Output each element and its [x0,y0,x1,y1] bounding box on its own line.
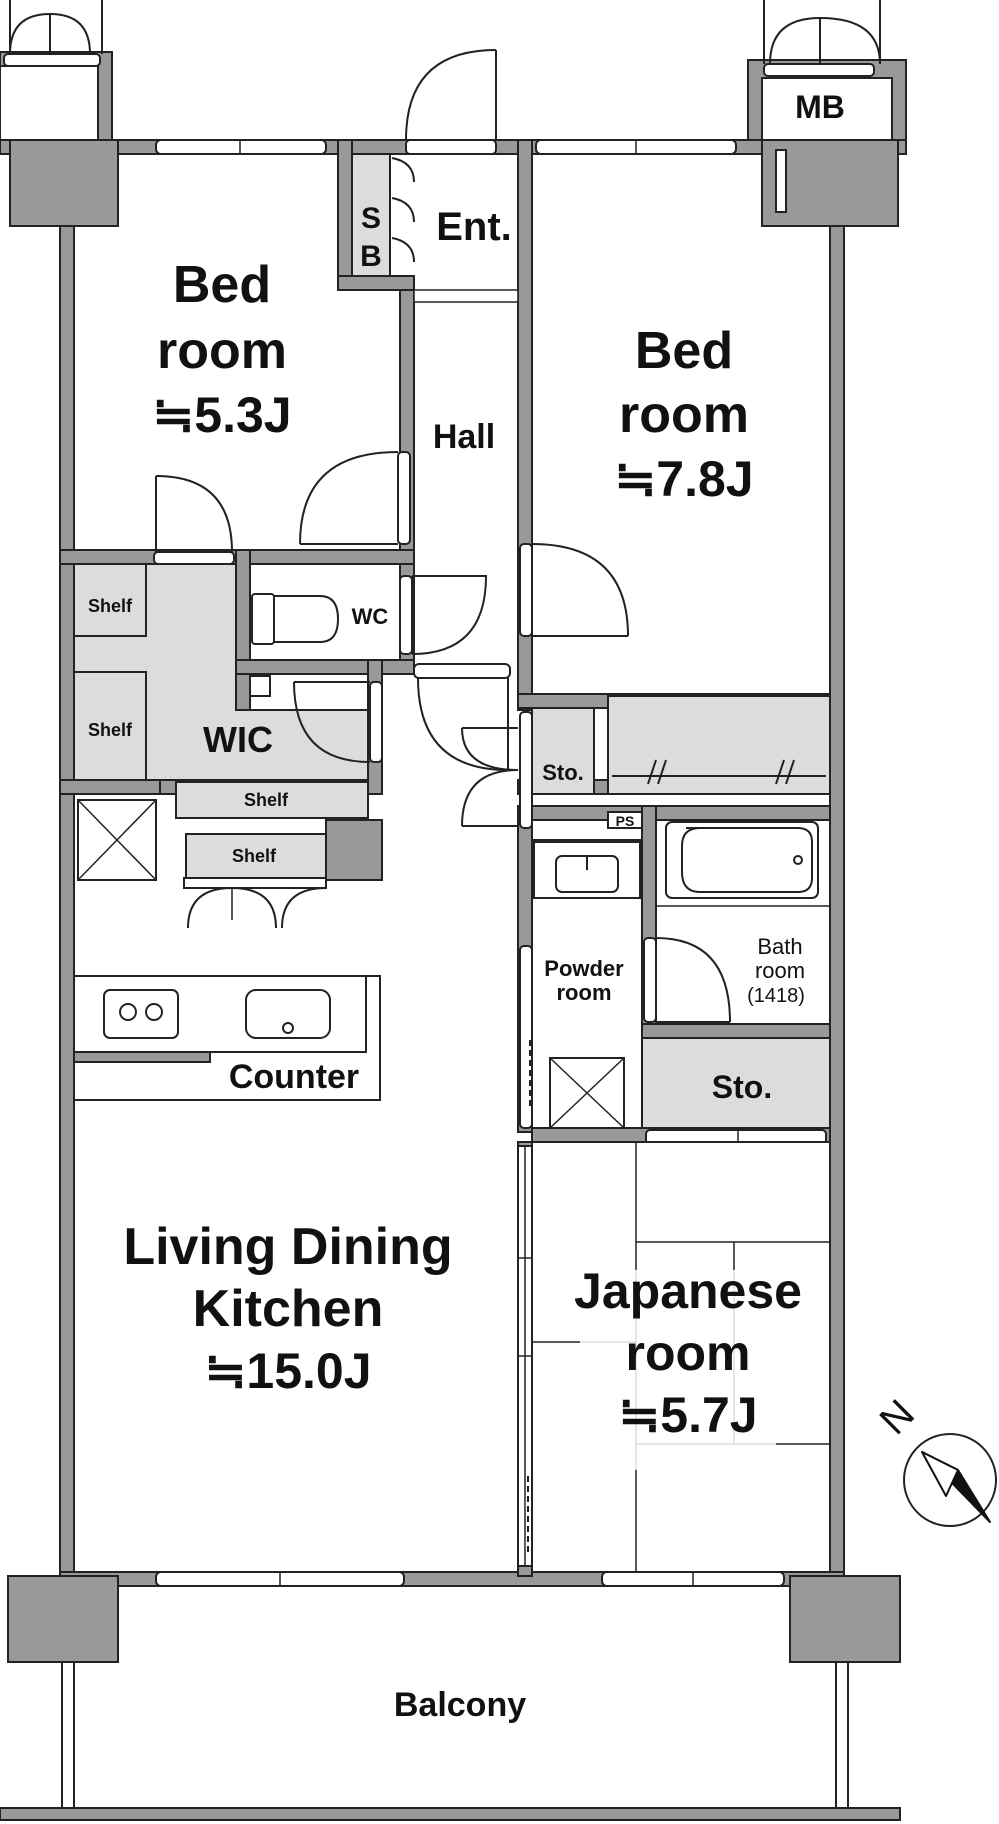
shelf-label-3: Shelf [244,790,289,810]
kitchen-storage: Shelf [77,799,383,929]
powder-room-label-1: Powder [544,956,624,981]
walk-in-closet: Shelf Shelf Shelf WIC [73,563,369,819]
powder-room: Powder room [531,839,643,1129]
bedroom-left: Bed room ≒5.3J [152,256,291,443]
kitchen-counter: Counter [73,975,381,1101]
entrance-label: Ent. [436,205,512,249]
wc-label: WC [352,604,389,629]
hall-label: Hall [433,418,495,456]
ldk-label-1: Living Dining [123,1218,452,1276]
entrance-door[interactable] [405,49,497,155]
powder-room-label-2: room [557,980,612,1005]
bath-room-size: (1418) [747,985,805,1007]
meter-box-label: MB [795,89,845,125]
compass: N [872,1392,997,1527]
bedroom-left-label-2: room [157,322,287,380]
bath-storage: Sto. [641,1037,831,1129]
bath-room-label-1: Bath [757,934,802,959]
outer-walls [0,139,907,1663]
living-dining-kitchen: Living Dining Kitchen ≒15.0J [123,1218,452,1399]
bath-room-label-2: room [755,958,805,983]
japanese-room-label-1: Japanese [574,1263,802,1319]
ldk-size: ≒15.0J [204,1343,371,1399]
bedroom-left-label-1: Bed [173,256,271,314]
bedroom-left-door[interactable] [299,451,411,545]
storage-label-2: Sto. [712,1069,772,1105]
bath-room: Bath room (1418) [655,819,831,1025]
wic-inner-door[interactable] [293,681,383,763]
shelf-label-2: Shelf [88,720,133,740]
wic-label: WIC [203,719,273,760]
bedroom-left-size: ≒5.3J [152,387,291,443]
ldk-double-door[interactable] [417,677,533,829]
shoe-box-letter-s: S [361,202,381,235]
ldk-label-2: Kitchen [193,1280,384,1338]
meter-box-area: MB [747,0,907,151]
hall-storage: Sto. [531,707,595,795]
storage-label-1: Sto. [542,760,584,785]
wic-door[interactable] [153,475,235,565]
japanese-room-size: ≒5.7J [618,1387,757,1443]
japanese-room-sliding-door[interactable] [517,1145,533,1567]
compass-north-label: N [872,1392,924,1444]
bedroom-right-label-2: room [619,386,749,444]
powder-room-door[interactable] [519,945,533,1129]
japanese-room: Japanese room ≒5.7J [531,1141,831,1573]
shoe-box-letter-b: B [360,240,382,273]
bedroom-right-door[interactable] [519,543,629,637]
bedroom-right-size: ≒7.8J [614,451,753,507]
shelf-label-1: Shelf [88,596,133,616]
pipe-space-1: PS [607,811,643,829]
bedroom-right-closet [607,695,831,795]
window-bedroom-left [155,139,327,155]
toilet-room: WC [249,563,401,661]
top-left-planter [0,0,113,141]
wc-door[interactable] [399,574,487,655]
bedroom-right: Bed room ≒7.8J [614,322,753,507]
shelf-label-4: Shelf [232,846,277,866]
bedroom-right-label-1: Bed [635,322,733,380]
japanese-room-label-2: room [626,1325,751,1381]
bath-door[interactable] [643,937,731,1023]
pipe-space-label-1: PS [616,813,635,829]
balcony-label: Balcony [394,1686,526,1724]
balcony: Balcony [0,1662,901,1821]
shoe-box: S B [351,153,415,277]
counter-label: Counter [229,1058,359,1096]
